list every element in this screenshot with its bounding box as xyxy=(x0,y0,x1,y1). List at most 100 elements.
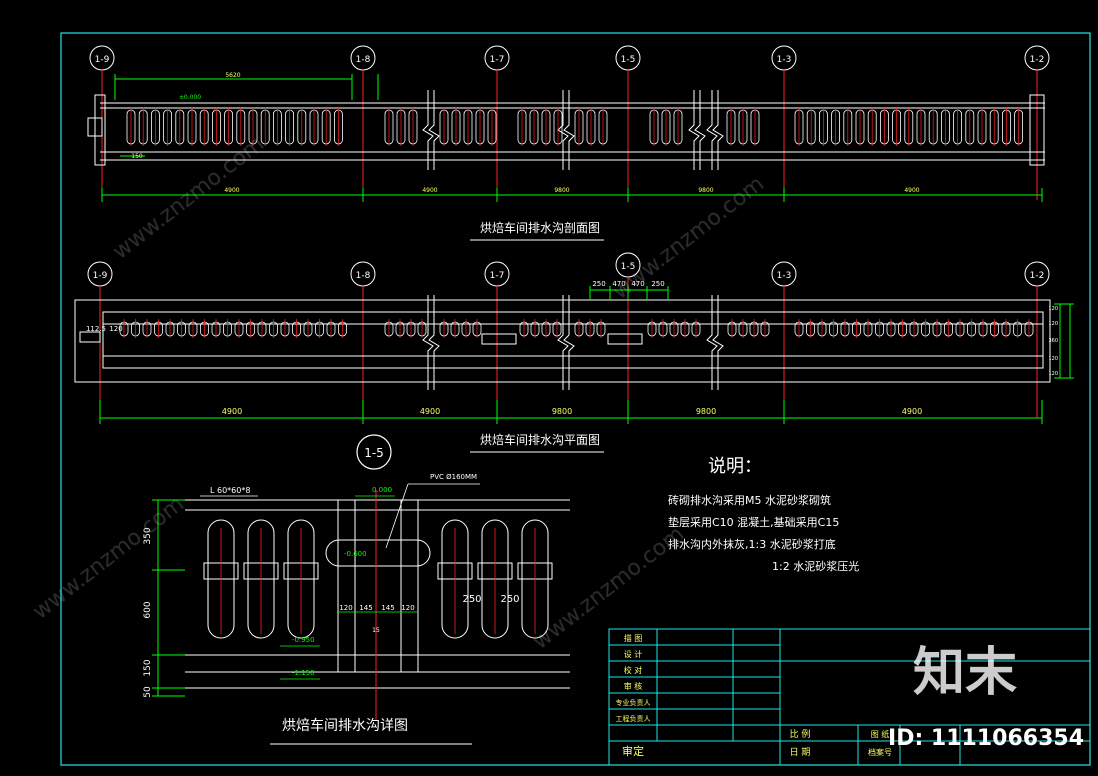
section-gridline-1-2: 1-2 xyxy=(1024,45,1050,71)
svg-text:-0.600: -0.600 xyxy=(344,550,367,558)
watermark-logo: 知末 xyxy=(913,643,1017,703)
svg-text:50: 50 xyxy=(143,686,153,698)
svg-text:设 计: 设 计 xyxy=(624,649,643,659)
svg-text:1-3: 1-3 xyxy=(777,55,792,65)
svg-text:1-3: 1-3 xyxy=(777,271,792,281)
svg-text:250: 250 xyxy=(592,280,605,288)
svg-text:250: 250 xyxy=(651,280,664,288)
svg-text:日 期: 日 期 xyxy=(790,747,811,758)
svg-text:4900: 4900 xyxy=(420,407,440,416)
svg-text:审 核: 审 核 xyxy=(624,681,643,691)
watermark-id: ID: 1111066354 xyxy=(888,726,1084,751)
svg-text:1-5: 1-5 xyxy=(621,55,636,65)
section-pipe-fins xyxy=(126,107,1023,146)
svg-text:www.znzmo.com: www.znzmo.com xyxy=(608,171,769,304)
svg-text:描 图: 描 图 xyxy=(624,633,643,643)
pvc-pipe xyxy=(325,539,431,567)
plan-gridline-1-8: 1-8 xyxy=(350,261,376,287)
svg-text:4900: 4900 xyxy=(904,187,919,194)
detail-callout-bubble: 1-5 xyxy=(356,434,392,470)
svg-text:1-8: 1-8 xyxy=(356,271,371,281)
svg-text:145: 145 xyxy=(381,604,394,612)
plan-gridline-1-9: 1-9 xyxy=(87,261,113,287)
svg-text:120: 120 xyxy=(1048,356,1058,362)
svg-text:9800: 9800 xyxy=(554,187,569,194)
detail-pipe-fins xyxy=(203,519,553,639)
svg-text:112.5: 112.5 xyxy=(86,325,106,333)
svg-text:档案号: 档案号 xyxy=(868,747,892,757)
notes-line-3: 排水沟内外抹灰,1:3 水泥砂浆打底 xyxy=(668,537,836,551)
svg-text:9800: 9800 xyxy=(696,407,716,416)
svg-text:4900: 4900 xyxy=(224,187,239,194)
svg-text:L 60*60*8: L 60*60*8 xyxy=(210,486,250,495)
svg-text:120: 120 xyxy=(1048,306,1058,312)
svg-text:4900: 4900 xyxy=(902,407,922,416)
svg-text:1-7: 1-7 xyxy=(490,271,505,281)
svg-text:120: 120 xyxy=(1048,321,1058,327)
svg-text:0.000: 0.000 xyxy=(372,486,392,494)
svg-text:-0.950: -0.950 xyxy=(292,636,315,644)
detail-title: 烘焙车间排水沟详图 xyxy=(282,717,408,734)
plan-pipe-fins xyxy=(119,319,1034,338)
svg-text:专业负责人: 专业负责人 xyxy=(616,698,651,707)
plan-gridline-1-7: 1-7 xyxy=(484,261,510,287)
section-gridline-1-3: 1-3 xyxy=(771,45,797,71)
svg-text:120: 120 xyxy=(109,325,122,333)
svg-text:360: 360 xyxy=(1048,338,1058,344)
plan-gridline-1-2: 1-2 xyxy=(1024,261,1050,287)
svg-text:9800: 9800 xyxy=(698,187,713,194)
svg-text:-1.150: -1.150 xyxy=(292,669,315,677)
svg-text:9800: 9800 xyxy=(552,407,572,416)
svg-text:250: 250 xyxy=(462,594,481,605)
plan-view: 1-9 1-8 1-7 1-5 1-3 1-2 xyxy=(74,252,1074,453)
svg-text:1-5: 1-5 xyxy=(364,446,384,460)
svg-text:工程负责人: 工程负责人 xyxy=(616,714,651,723)
svg-text:120: 120 xyxy=(401,604,414,612)
svg-text:250: 250 xyxy=(500,594,519,605)
section-gridline-1-9: 1-9 xyxy=(89,45,115,71)
svg-text:1-8: 1-8 xyxy=(356,55,371,65)
svg-text:1-7: 1-7 xyxy=(490,55,505,65)
plan-gridline-1-3: 1-3 xyxy=(771,261,797,287)
svg-text:145: 145 xyxy=(359,604,372,612)
notes-title: 说明： xyxy=(708,456,762,477)
svg-text:校 对: 校 对 xyxy=(624,665,643,675)
svg-text:1-2: 1-2 xyxy=(1030,55,1045,65)
sheet-border xyxy=(60,32,1091,766)
svg-text:150: 150 xyxy=(131,153,143,160)
svg-text:470: 470 xyxy=(612,280,625,288)
svg-text:120: 120 xyxy=(339,604,352,612)
section-gridline-1-5: 1-5 xyxy=(615,45,641,71)
watermark-overlay: www.znzmo.com www.znzmo.com www.znzmo.co… xyxy=(28,131,769,654)
svg-text:600: 600 xyxy=(143,601,153,618)
svg-text:4900: 4900 xyxy=(422,187,437,194)
svg-text:5620: 5620 xyxy=(225,72,240,79)
section-view: 1-9 1-8 1-7 1-5 1-3 1-2 xyxy=(87,45,1050,241)
svg-text:www.znzmo.com: www.znzmo.com xyxy=(28,491,189,624)
section-title: 烘焙车间排水沟剖面图 xyxy=(480,220,600,235)
notes-line-1: 砖砌排水沟采用M5 水泥砂浆砌筑 xyxy=(668,493,831,507)
svg-text:图 纸: 图 纸 xyxy=(871,729,890,739)
svg-text:1-9: 1-9 xyxy=(93,271,108,281)
detail-view: 1-5 L 60*60*8 PVC Ø160MM 0.000 xyxy=(143,434,570,745)
notes-line-4: 1:2 水泥砂浆压光 xyxy=(772,559,859,573)
svg-text:150: 150 xyxy=(143,659,153,676)
notes-line-2: 垫层采用C10 混凝土,基础采用C15 xyxy=(668,515,839,529)
svg-text:1-5: 1-5 xyxy=(621,262,636,272)
svg-text:比 例: 比 例 xyxy=(790,728,811,740)
svg-text:审定: 审定 xyxy=(622,744,644,758)
section-gridline-1-8: 1-8 xyxy=(350,45,376,71)
svg-text:4900: 4900 xyxy=(222,407,242,416)
design-notes: 说明： 砖砌排水沟采用M5 水泥砂浆砌筑 垫层采用C10 混凝土,基础采用C15… xyxy=(668,456,859,573)
title-block: 描 图 设 计 校 对 审 核 专业负责人 工程负责人 审定 比 例 日 期 图… xyxy=(608,628,1091,766)
section-gridline-1-7: 1-7 xyxy=(484,45,510,71)
svg-text:120: 120 xyxy=(1048,371,1058,377)
svg-text:15: 15 xyxy=(372,627,380,634)
svg-text:1-2: 1-2 xyxy=(1030,271,1045,281)
svg-text:PVC Ø160MM: PVC Ø160MM xyxy=(430,473,477,481)
svg-text:1-9: 1-9 xyxy=(95,55,110,65)
svg-text:470: 470 xyxy=(631,280,644,288)
svg-text:350: 350 xyxy=(143,527,153,544)
plan-title: 烘焙车间排水沟平面图 xyxy=(480,432,600,447)
